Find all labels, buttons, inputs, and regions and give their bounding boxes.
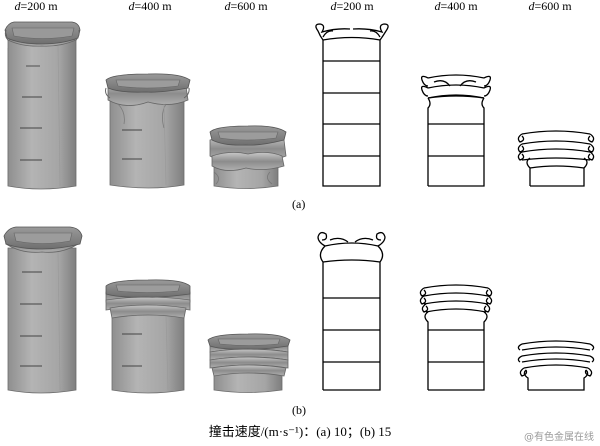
outline-b-d400 [419,284,493,391]
model-a-d400 [105,73,191,189]
outline-b-d600 [517,340,595,391]
model-b-d200 [3,226,83,394]
label-d200-model: d=200 m [14,0,58,13]
label-d600-outline: d=600 m [528,0,572,13]
model-b-d400 [105,279,191,394]
model-a-d200 [4,21,81,190]
label-d400-model: d=400 m [128,0,172,13]
figure-caption: 撞击速度/(m·s⁻¹)：(a) 10；(b) 15 [208,424,392,439]
panel-label-a: (a) [292,197,306,211]
outline-a-d600 [517,130,595,187]
model-a-d600 [209,125,287,189]
panel-label-b: (b) [292,403,306,417]
label-d200-outline: d=200 m [330,0,374,13]
outline-a-d400 [420,74,492,187]
watermark: @有色金属在线 [524,432,594,443]
outline-b-d200 [317,231,386,391]
model-b-d600 [207,333,291,393]
label-d600-model: d=600 m [224,0,268,13]
outline-a-d200 [315,23,389,187]
label-d400-outline: d=400 m [434,0,478,13]
